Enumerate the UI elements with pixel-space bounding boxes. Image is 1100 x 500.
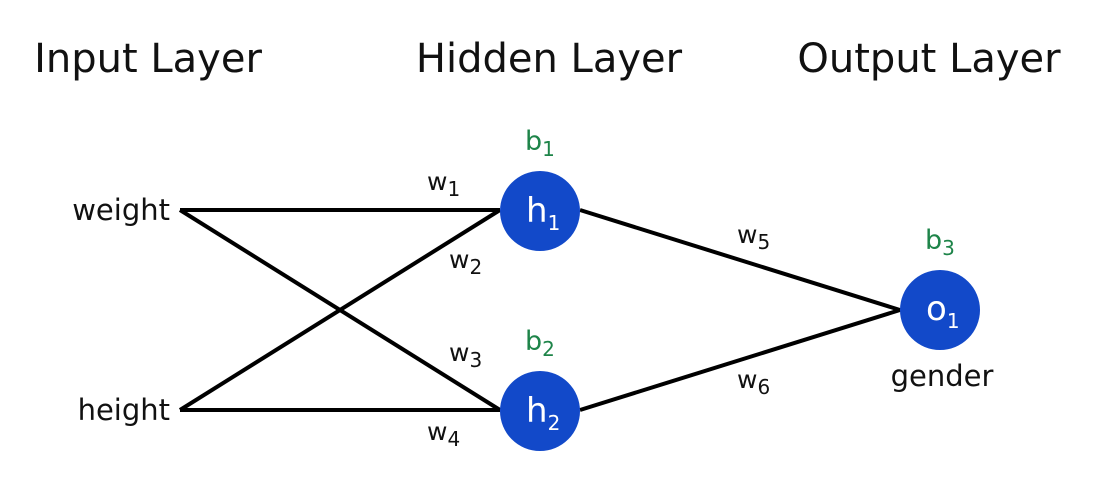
edge-h2-o1 [579,308,901,412]
input-weight-label: weight [72,193,170,227]
weight-label-w3: w3 [449,338,482,372]
output-gender-label: gender [891,359,994,393]
hidden-node-h2: h2 [500,371,580,451]
bias-label-b2: b2 [525,326,555,361]
weight-label-w2: w2 [449,245,482,279]
weight-label-w6: w6 [737,365,770,399]
weight-label-w1: w1 [427,167,460,201]
weight-label-w5: w5 [737,220,770,254]
output-node-o1-circle [900,270,980,350]
bias-label-b1: b1 [525,126,555,161]
output-node-o1: o1 [900,270,980,350]
edge-h1-o1 [579,208,901,312]
hidden-node-h1-circle [500,171,580,251]
output-layer-title: Output Layer [797,36,1061,82]
input-height-label: height [78,393,170,427]
connections [178,208,901,412]
hidden-node-h1-label: h1 [526,191,560,235]
hidden-node-h1: h1 [500,171,580,251]
hidden-node-h2-label: h2 [526,391,560,435]
input-layer-title: Input Layer [34,36,262,82]
bias-label-b3: b3 [925,225,955,260]
edge-weight-h2 [178,208,502,412]
hidden-layer-title: Hidden Layer [416,36,683,82]
weight-label-w4: w4 [427,417,460,451]
output-node-o1-label: o1 [926,289,960,333]
hidden-node-h2-circle [500,371,580,451]
